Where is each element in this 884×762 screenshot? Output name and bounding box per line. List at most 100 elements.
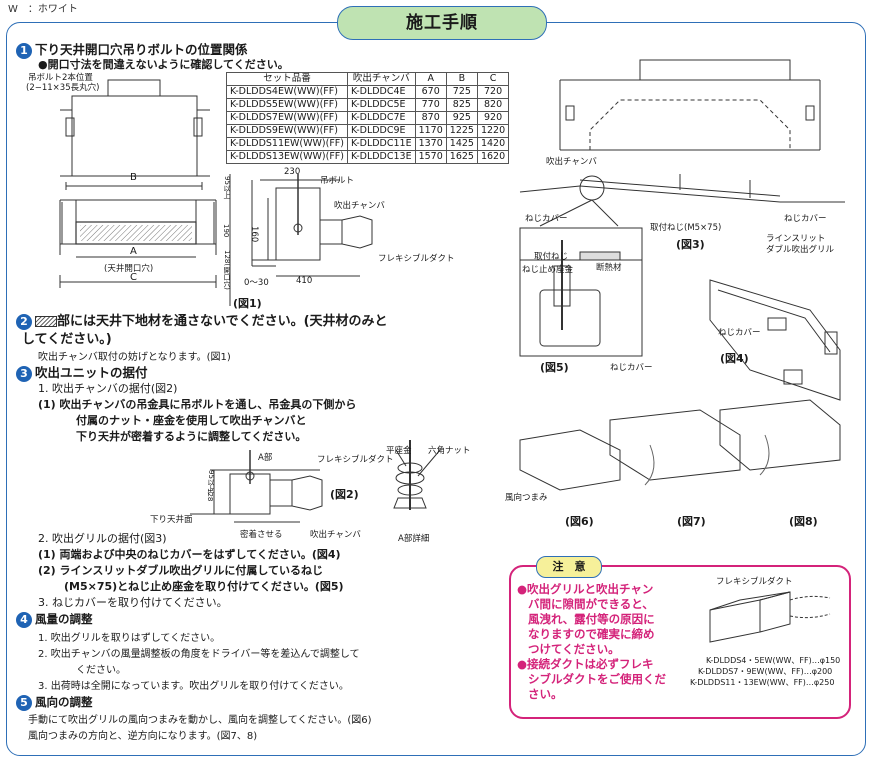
- section-3-step-1-1a: (1) 吹出チャンバの吊金具に吊ボルトを通し、吊金具の下側から: [38, 398, 357, 411]
- section-5-line-2: 風向つまみの方向と、逆方向になります。(図7、8): [28, 731, 258, 742]
- table-cell: K-DLDDS13EW(WW)(FF): [226, 150, 348, 164]
- label-insulation: 断熱材: [596, 263, 622, 273]
- table-header: 吹出チャンバ: [346, 72, 416, 86]
- page-title: 施工手順: [337, 6, 547, 40]
- caution-bullet-1-line-1: ●吹出グリルと吹出チャン: [517, 582, 654, 596]
- label-ceiling-surface: 下り天井面: [150, 515, 193, 525]
- caution-bullet-2-line-1: ●接続ダクトは必ずフレキ: [517, 657, 654, 671]
- label-direction-knob: 風向つまみ: [505, 493, 548, 503]
- section-1-number: 1: [16, 42, 32, 59]
- figure-3-caption: (図3): [676, 238, 705, 251]
- label-a-part: A部: [258, 453, 273, 463]
- figure-7-caption: (図7): [677, 515, 706, 528]
- section-3-step-2-1: (1) 両端および中央のねじカバーをはずしてください。(図4): [38, 548, 341, 561]
- caution-box: [509, 565, 851, 719]
- figure-4-caption: (図4): [720, 352, 749, 365]
- figure-8-caption: (図8): [789, 515, 818, 528]
- label-flex-duct-caution: フレキシブルダクト: [716, 577, 793, 587]
- dim-410-label: 410: [296, 276, 313, 286]
- section-4-line-3: 3. 出荷時は全開になっています。吹出グリルを取り付けてください。: [38, 681, 349, 692]
- label-mount-screw: 取付ねじ: [534, 252, 569, 262]
- section-5-number: 5: [16, 694, 32, 711]
- table-header-row: セット品番 吹出チャンバ A B C: [226, 72, 510, 86]
- label-flex-duct: フレキシブルダクト: [378, 254, 455, 264]
- dim-95-label: 95以上: [223, 176, 231, 199]
- section-1-subtitle: ●開口寸法を間違えないように確認してください。: [38, 58, 289, 71]
- figure-6-caption: (図6): [565, 515, 594, 528]
- label-flat-washer: 平座金: [386, 446, 412, 456]
- table-cell: 1420: [476, 137, 510, 151]
- figure-5-caption: (図5): [540, 361, 569, 374]
- section-2-note: 吹出チャンバ取付の妨げとなります。(図1): [38, 352, 231, 363]
- section-4-line-1: 1. 吹出グリルを取りはずしてください。: [38, 633, 221, 644]
- section-3-step-1-1b: 付属のナット・座金を使用して吹出チャンバと: [76, 414, 307, 427]
- label-bolt-hole: (2−11×35長丸穴): [26, 83, 100, 93]
- table-cell: K-DLDDC13E: [346, 150, 416, 164]
- section-3-step-2-2a: (2) ラインスリットダブル吹出グリルに付属しているねじ: [38, 564, 323, 577]
- table-header: セット品番: [226, 72, 348, 86]
- dim-0-30-label: 0〜30: [244, 278, 269, 288]
- caution-title: 注 意: [536, 556, 602, 578]
- right-figures-drawing: [519, 59, 845, 491]
- figure-2-caption: (図2): [330, 488, 359, 501]
- label-grille-line-2: ダブル吹出グリル: [766, 245, 835, 255]
- label-hex-nut: 六角ナット: [428, 446, 471, 456]
- section-2-line-1: 2 部には天井下地材を通さないでください。(天井材のみと: [16, 310, 388, 330]
- dim-190-label: 190: [222, 224, 230, 238]
- section-3-number: 3: [16, 365, 32, 382]
- caution-bullet-2-line-2: シブルダクトをご使用くだ: [528, 672, 666, 686]
- table-cell: 925: [445, 111, 478, 125]
- table-cell: 1425: [445, 137, 478, 151]
- label-screw-cover-4: ねじカバー: [718, 328, 761, 338]
- hatch-symbol: [35, 316, 57, 327]
- dim-c-label: C: [130, 272, 137, 283]
- label-flex-duct-2: フレキシブルダクト: [317, 455, 394, 465]
- flex-duct-drawing: [709, 591, 831, 643]
- figure-2-drawing: [190, 440, 441, 523]
- label-chamber-3: 吹出チャンバ: [546, 157, 597, 167]
- model-duct-size-3: K-DLDDS11・13EW(WW、FF)…φ250: [690, 678, 835, 687]
- table-header: B: [445, 72, 478, 86]
- section-3-step-1-1c: 下り天井が密着するように調整してください。: [76, 430, 307, 443]
- dim-160-label: 160: [249, 226, 259, 243]
- model-duct-size-1: K-DLDDS4・5EW(WW、FF)…φ150: [706, 656, 841, 665]
- figure-1-drawing: [59, 79, 373, 306]
- section-2-text-a: 部には天井下地材を通さないでください。(天井材のみと: [57, 314, 388, 329]
- section-2-text-b: してください。): [22, 332, 112, 347]
- section-5-line-1: 手動にて吹出グリルの風向つまみを動かし、風向を調整してください。(図6): [28, 715, 372, 726]
- label-washer: ねじ止め座金: [522, 265, 574, 275]
- table-cell: 725: [445, 85, 478, 99]
- label-mounting-screw: 取付ねじ(M5×75): [650, 223, 722, 233]
- table-cell: 825: [445, 98, 478, 112]
- table-cell: 1570: [414, 150, 447, 164]
- label-hanging-bolt: 吊ボルト: [320, 176, 355, 186]
- section-4-line-2a: 2. 吹出チャンバの風量調整板の角度をドライバー等を差込んで調整して: [38, 649, 360, 660]
- section-2-number: 2: [16, 313, 32, 330]
- dim-128-label: 128(開口穴): [223, 250, 231, 290]
- header-note: W ：ホワイト: [8, 4, 78, 15]
- figure-1-caption: (図1): [233, 297, 262, 310]
- section-5-title: 風向の調整: [35, 695, 93, 709]
- label-chamber-2: 吹出チャンバ: [310, 530, 361, 540]
- label-chamber: 吹出チャンバ: [334, 201, 385, 211]
- caution-bullet-1-line-5: つけてください。: [528, 642, 620, 656]
- section-4-number: 4: [16, 611, 32, 628]
- spec-table: セット品番 吹出チャンバ A B C K-DLDDS4EW(WW)(FF)K-D…: [226, 72, 510, 164]
- label-screw-cover-5: ねじカバー: [610, 363, 653, 373]
- label-screw-cover-left: ねじカバー: [525, 214, 568, 224]
- caution-bullet-1-line-4: なりますので確実に締め: [528, 627, 655, 641]
- section-3-step-2: 2. 吹出グリルの据付(図3): [38, 532, 167, 545]
- section-3-title: 吹出ユニットの据付: [35, 365, 148, 380]
- section-1-title: 下り天井開口穴吊りボルトの位置関係: [35, 42, 248, 57]
- section-3-step-3: 3. ねじカバーを取り付けてください。: [38, 596, 228, 609]
- label-seal: 密着させる: [240, 530, 283, 540]
- table-cell: 1620: [476, 150, 510, 164]
